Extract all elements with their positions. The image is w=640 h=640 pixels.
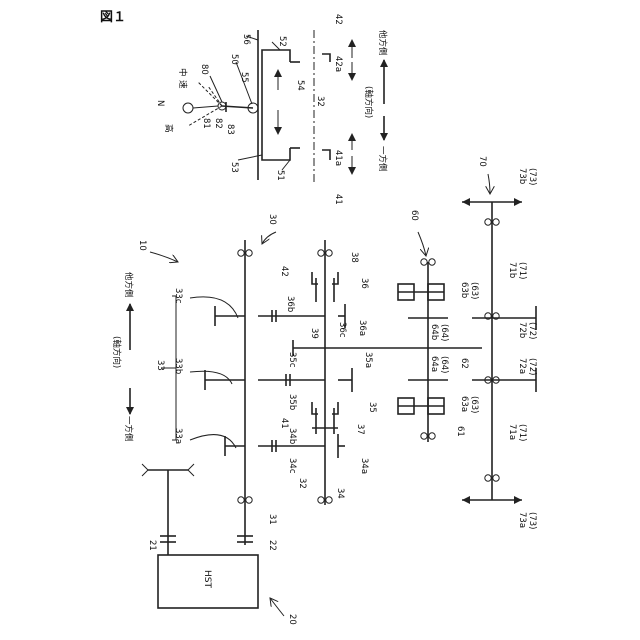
label-33c: 33c bbox=[173, 288, 183, 304]
label-63b-p: (63) bbox=[469, 282, 479, 299]
label-73b: 73b bbox=[517, 168, 527, 184]
label-41: 41 bbox=[333, 194, 343, 205]
label-72a: 72a bbox=[517, 358, 527, 374]
label-36a: 36a bbox=[357, 320, 367, 336]
label-55: 55 bbox=[239, 72, 249, 83]
sleeve-42 bbox=[312, 272, 318, 284]
label-71a: 71a bbox=[507, 424, 517, 440]
label-37: 37 bbox=[355, 424, 365, 435]
label-20: 20 bbox=[287, 614, 297, 625]
label-83: 83 bbox=[225, 124, 235, 135]
label-61: 61 bbox=[455, 426, 465, 437]
label-53: 53 bbox=[229, 162, 239, 173]
label-64b-p: (64) bbox=[439, 324, 449, 341]
label-mid: 中 bbox=[177, 68, 188, 77]
label-32-top: 32 bbox=[315, 96, 325, 107]
label-36: 36 bbox=[359, 278, 369, 289]
label-54: 54 bbox=[295, 80, 305, 91]
label-71b-p: (71) bbox=[517, 262, 527, 279]
label-71a-p: (71) bbox=[517, 424, 527, 441]
label-33b: 33b bbox=[173, 358, 183, 374]
label-70: 70 bbox=[477, 156, 487, 167]
label-22: 22 bbox=[267, 540, 277, 551]
neutral-position bbox=[183, 103, 193, 113]
label-34a: 34a bbox=[359, 458, 369, 474]
label-64a: 64a bbox=[429, 356, 439, 372]
label-axial-top: (軸方向) bbox=[363, 86, 374, 118]
label-34: 34 bbox=[335, 488, 345, 499]
transmission-main: 42 36b 36c 36a 36 38 39 35c 35b 35a 35 4… bbox=[111, 156, 537, 625]
hst-label: HST bbox=[202, 570, 212, 588]
label-high: 高 bbox=[163, 124, 174, 133]
label-72a-p: (72) bbox=[527, 358, 537, 375]
label-60: 60 bbox=[409, 210, 419, 221]
label-21: 21 bbox=[147, 540, 157, 551]
label-32-main: 32 bbox=[297, 478, 307, 489]
label-82: 82 bbox=[213, 118, 223, 129]
label-42a: 42a bbox=[333, 56, 343, 72]
label-72b-p: (72) bbox=[527, 322, 537, 339]
label-63a-p: (63) bbox=[469, 396, 479, 413]
label-speed: 速 bbox=[177, 80, 187, 89]
label-one-side-top: 一方側 bbox=[377, 146, 388, 172]
shift-detail: 56 52 50 55 54 42 42a 32 53 51 41a 41 80… bbox=[155, 14, 388, 205]
label-41a: 41a bbox=[333, 150, 343, 166]
label-52: 52 bbox=[277, 36, 287, 47]
label-42: 42 bbox=[333, 14, 343, 25]
label-31: 31 bbox=[267, 514, 277, 525]
label-50: 50 bbox=[229, 54, 239, 65]
label-38: 38 bbox=[349, 252, 359, 263]
label-30: 30 bbox=[267, 214, 277, 225]
label-81: 81 bbox=[201, 118, 211, 129]
label-36b: 36b bbox=[285, 296, 295, 312]
label-one-side-main: 一方側 bbox=[123, 416, 134, 442]
label-35a: 35a bbox=[363, 352, 373, 368]
label-42-main: 42 bbox=[279, 266, 289, 277]
label-axial-main: (軸方向) bbox=[111, 336, 122, 368]
label-33a: 33a bbox=[173, 428, 183, 444]
label-N: N bbox=[155, 100, 165, 106]
label-other-side-top: 他方側 bbox=[377, 30, 388, 56]
label-35c: 35c bbox=[287, 352, 297, 368]
label-35b: 35b bbox=[287, 394, 297, 410]
label-63a: 63a bbox=[459, 396, 469, 412]
label-73b-p: (73) bbox=[527, 168, 537, 185]
label-36c: 36c bbox=[337, 322, 347, 338]
label-73a: 73a bbox=[517, 512, 527, 528]
label-51: 51 bbox=[275, 170, 285, 181]
label-other-side-main: 他方側 bbox=[123, 272, 134, 298]
sleeve-41 bbox=[312, 402, 318, 414]
label-64b: 64b bbox=[429, 324, 439, 340]
label-63b: 63b bbox=[459, 282, 469, 298]
label-10: 10 bbox=[137, 240, 147, 251]
label-62: 62 bbox=[459, 358, 469, 369]
label-73a-p: (73) bbox=[527, 512, 537, 529]
label-64a-p: (64) bbox=[439, 356, 449, 373]
label-35: 35 bbox=[367, 402, 377, 413]
fork-42a bbox=[322, 54, 330, 62]
label-80: 80 bbox=[199, 64, 209, 75]
fork-41a bbox=[322, 150, 330, 160]
label-72b: 72b bbox=[517, 322, 527, 338]
label-56: 56 bbox=[241, 34, 251, 45]
label-33: 33 bbox=[155, 360, 165, 371]
label-34c: 34c bbox=[287, 458, 297, 474]
label-34b: 34b bbox=[287, 428, 297, 444]
fork-52-53 bbox=[262, 50, 290, 160]
label-71b: 71b bbox=[507, 262, 517, 278]
label-39: 39 bbox=[309, 328, 319, 339]
